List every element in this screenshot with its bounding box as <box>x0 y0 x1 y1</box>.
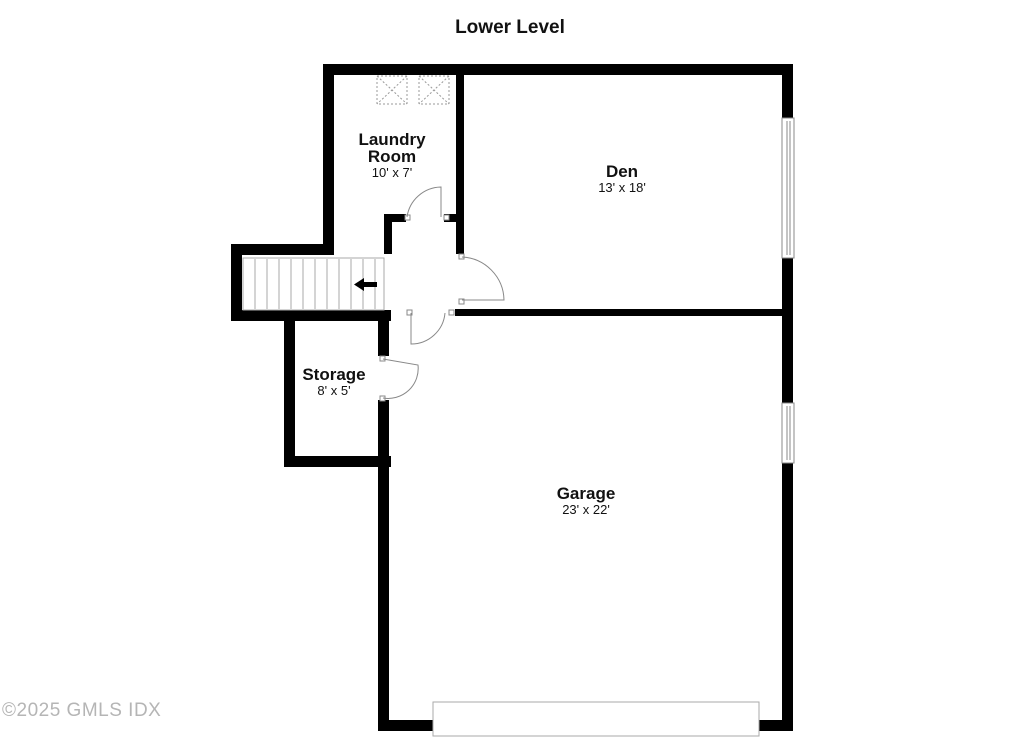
room-garage: Garage 23' x 22' <box>536 485 636 516</box>
room-name: Garage <box>556 484 616 503</box>
arrow-left-icon <box>354 278 377 291</box>
doors <box>379 186 505 402</box>
room-name: Den <box>605 162 639 181</box>
copyright-watermark: ©2025 GMLS IDX <box>2 700 162 721</box>
walls <box>231 64 793 731</box>
room-dimensions: 23' x 22' <box>562 502 610 517</box>
window-den <box>781 117 795 259</box>
room-name: Room <box>367 147 417 166</box>
room-storage: Storage 8' x 5' <box>284 366 384 397</box>
room-name: Laundry <box>358 130 426 149</box>
room-laundry: Laundry Room 10' x 7' <box>342 131 442 179</box>
window-garage <box>781 402 795 464</box>
room-dimensions: 13' x 18' <box>598 180 646 195</box>
room-name: Storage <box>302 365 366 384</box>
room-dimensions: 10' x 7' <box>371 165 413 180</box>
room-dimensions: 8' x 5' <box>317 383 351 398</box>
laundry-appliances <box>376 75 450 105</box>
garage-door <box>432 701 760 737</box>
room-den: Den 13' x 18' <box>572 163 672 194</box>
stairs <box>242 257 385 311</box>
floor-title: Lower Level <box>455 17 565 38</box>
